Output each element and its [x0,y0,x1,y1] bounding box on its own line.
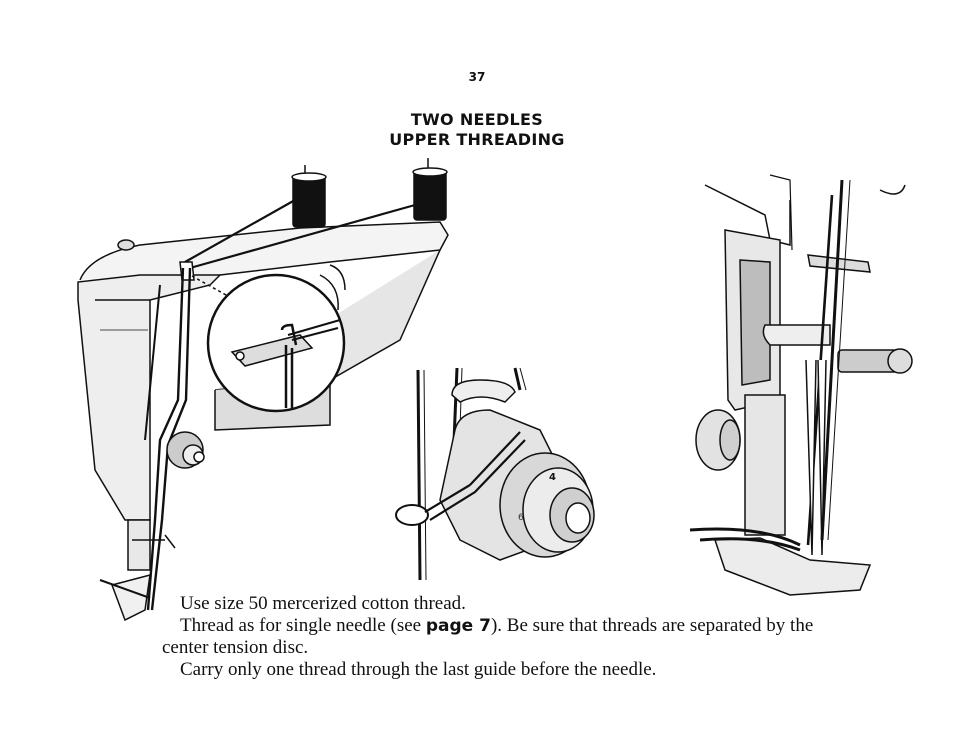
sewing-machine-figure [77,158,449,622]
instruction-text: Use size 50 mercerized cotton thread. Th… [162,593,862,681]
instruction-line-last-guide: Carry only one thread through the last g… [180,659,657,680]
title-line-2: UPPER THREADING [389,130,565,149]
title-line-1: TWO NEEDLES [410,110,544,129]
page-number: 37 [468,70,486,84]
instruction-line-thread-path: Thread as for single needle (see page 7)… [162,615,862,659]
dial-digit-label: 6 [518,513,524,523]
instruction-text-segment: Thread as for single needle (see [180,615,426,636]
instruction-line-thread-size: Use size 50 mercerized cotton thread. [180,593,466,614]
needle-foot-figure [689,174,913,596]
tension-dial-figure [395,367,595,581]
dial-number-label: 4 [549,472,556,483]
instruction-text-segment: ). Be sure that threads are separated by… [162,615,814,658]
page-title: TWO NEEDLES UPPER THREADING [0,110,954,150]
page-reference-link: page 7 [425,616,491,636]
